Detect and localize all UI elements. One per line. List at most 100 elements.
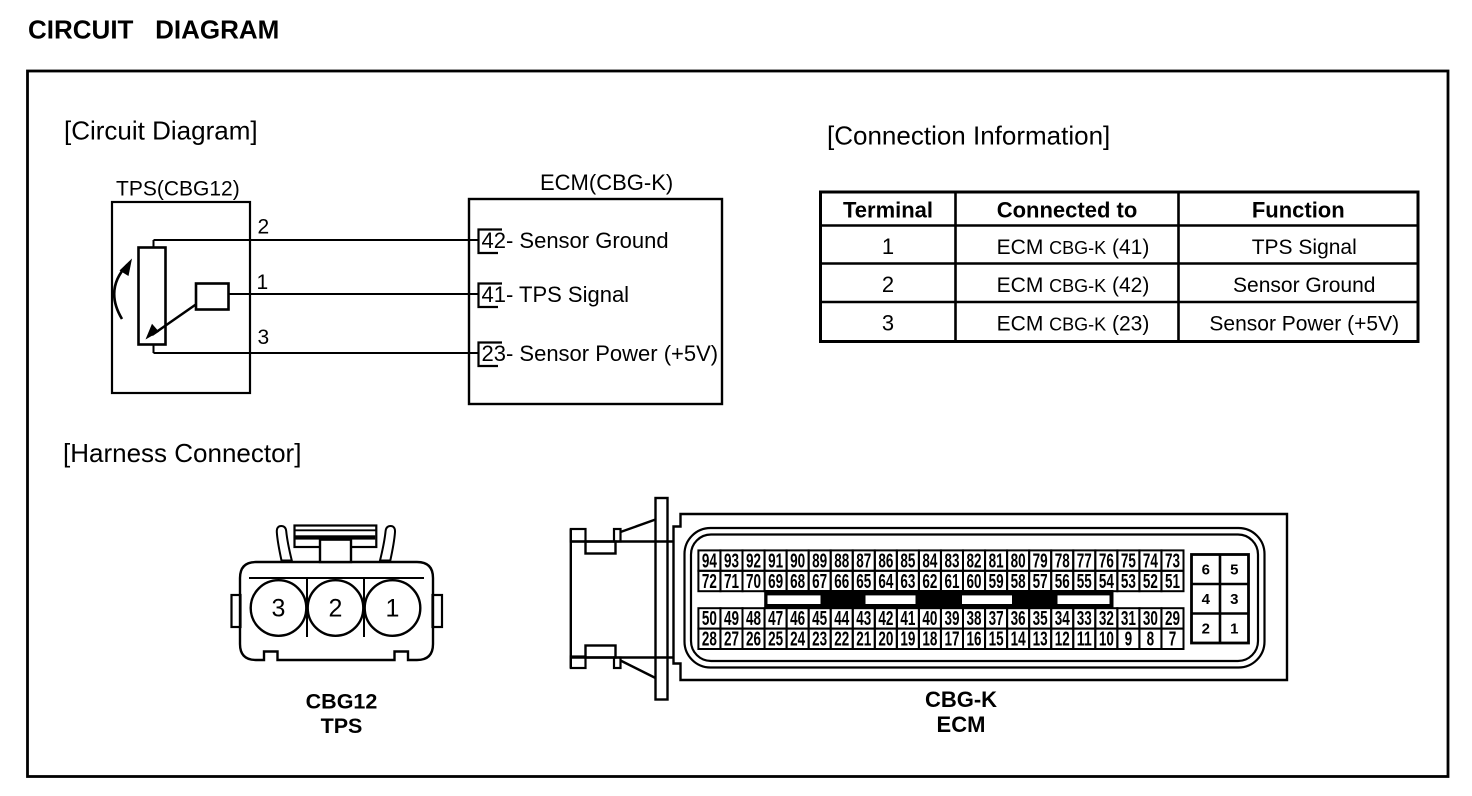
svg-text:78: 78	[1055, 550, 1070, 572]
svg-text:28: 28	[702, 629, 717, 651]
svg-text:CBG-K: CBG-K	[925, 687, 997, 712]
svg-text:3: 3	[882, 311, 894, 336]
svg-text:33: 33	[1077, 608, 1092, 630]
svg-text:44: 44	[834, 608, 850, 630]
svg-text:45: 45	[812, 608, 827, 630]
svg-text:6: 6	[1202, 562, 1210, 579]
svg-text:84: 84	[922, 550, 938, 572]
svg-text:8: 8	[1147, 629, 1155, 651]
svg-text:11: 11	[1077, 629, 1092, 651]
svg-text:64: 64	[878, 571, 894, 593]
svg-text:23: 23	[812, 629, 827, 651]
svg-text:48: 48	[746, 608, 761, 630]
svg-text:4: 4	[1202, 591, 1211, 608]
svg-text:51: 51	[1165, 571, 1180, 593]
svg-text:9: 9	[1125, 629, 1133, 651]
svg-text:20: 20	[878, 629, 893, 651]
svg-text:46: 46	[790, 608, 805, 630]
svg-text:54: 54	[1099, 571, 1115, 593]
svg-text:47: 47	[768, 608, 783, 630]
svg-text:50: 50	[702, 608, 717, 630]
svg-text:32: 32	[1099, 608, 1114, 630]
svg-text:77: 77	[1077, 550, 1092, 572]
svg-text:ECM(CBG-K): ECM(CBG-K)	[540, 170, 673, 195]
svg-text:13: 13	[1033, 629, 1048, 651]
svg-text:65: 65	[856, 571, 871, 593]
svg-text:89: 89	[812, 550, 827, 572]
svg-text:92: 92	[746, 550, 761, 572]
svg-text:[Harness Connector]: [Harness Connector]	[63, 438, 301, 468]
svg-text:42: 42	[878, 608, 893, 630]
svg-text:Sensor Power (+5V): Sensor Power (+5V)	[1209, 313, 1399, 336]
svg-text:42- Sensor Ground: 42- Sensor Ground	[482, 228, 669, 253]
svg-text:53: 53	[1121, 571, 1136, 593]
svg-text:59: 59	[989, 571, 1004, 593]
svg-text:7: 7	[1169, 629, 1177, 651]
svg-text:93: 93	[724, 550, 739, 572]
svg-text:60: 60	[967, 571, 982, 593]
svg-text:16: 16	[967, 629, 982, 651]
svg-text:[Circuit Diagram]: [Circuit Diagram]	[64, 116, 258, 146]
svg-text:1: 1	[1230, 621, 1238, 638]
svg-text:12: 12	[1055, 629, 1070, 651]
svg-text:30: 30	[1143, 608, 1158, 630]
svg-text:40: 40	[922, 608, 937, 630]
svg-text:[Connection Information]: [Connection Information]	[827, 121, 1110, 151]
svg-text:82: 82	[967, 550, 982, 572]
svg-text:3: 3	[272, 595, 286, 623]
svg-text:61: 61	[944, 571, 959, 593]
svg-text:38: 38	[967, 608, 982, 630]
svg-text:14: 14	[1011, 629, 1027, 651]
svg-text:49: 49	[724, 608, 739, 630]
svg-text:15: 15	[989, 629, 1004, 651]
svg-text:1: 1	[386, 595, 400, 623]
svg-text:71: 71	[724, 571, 739, 593]
svg-text:62: 62	[922, 571, 937, 593]
svg-text:36: 36	[1011, 608, 1026, 630]
svg-text:55: 55	[1077, 571, 1092, 593]
svg-text:2: 2	[882, 272, 894, 297]
svg-text:69: 69	[768, 571, 783, 593]
svg-text:TPS Signal: TPS Signal	[1252, 236, 1357, 259]
svg-text:Connected to: Connected to	[997, 198, 1138, 223]
svg-text:74: 74	[1143, 550, 1159, 572]
svg-text:66: 66	[834, 571, 849, 593]
svg-text:31: 31	[1121, 608, 1136, 630]
svg-text:ECM CBG-K (42): ECM CBG-K (42)	[997, 274, 1150, 297]
svg-text:91: 91	[768, 550, 783, 572]
svg-text:ECM CBG-K (23): ECM CBG-K (23)	[997, 313, 1150, 336]
svg-text:41- TPS Signal: 41- TPS Signal	[482, 282, 630, 307]
svg-text:43: 43	[856, 608, 871, 630]
svg-text:Sensor Ground: Sensor Ground	[1233, 274, 1375, 297]
svg-text:58: 58	[1011, 571, 1026, 593]
svg-text:21: 21	[856, 629, 871, 651]
svg-text:ECM: ECM	[937, 712, 986, 737]
svg-text:18: 18	[922, 629, 937, 651]
svg-text:TPS: TPS	[321, 714, 363, 738]
svg-text:22: 22	[834, 629, 849, 651]
svg-text:87: 87	[856, 550, 871, 572]
svg-text:73: 73	[1165, 550, 1180, 572]
svg-text:TPS(CBG12): TPS(CBG12)	[116, 178, 240, 201]
svg-text:ECM CBG-K (41): ECM CBG-K (41)	[997, 236, 1150, 259]
svg-text:68: 68	[790, 571, 805, 593]
svg-text:24: 24	[790, 629, 806, 651]
svg-text:23- Sensor Power (+5V): 23- Sensor Power (+5V)	[482, 341, 719, 366]
svg-text:25: 25	[768, 629, 783, 651]
svg-text:70: 70	[746, 571, 761, 593]
svg-text:1: 1	[257, 271, 269, 294]
svg-text:75: 75	[1121, 550, 1136, 572]
svg-text:35: 35	[1033, 608, 1048, 630]
svg-text:88: 88	[834, 550, 849, 572]
svg-text:3: 3	[1230, 591, 1238, 608]
svg-text:37: 37	[989, 608, 1004, 630]
svg-text:17: 17	[944, 629, 959, 651]
svg-text:81: 81	[989, 550, 1004, 572]
svg-text:57: 57	[1033, 571, 1048, 593]
svg-text:27: 27	[724, 629, 739, 651]
svg-text:76: 76	[1099, 550, 1114, 572]
svg-text:52: 52	[1143, 571, 1158, 593]
svg-text:39: 39	[944, 608, 959, 630]
svg-text:3: 3	[258, 326, 270, 349]
svg-text:63: 63	[900, 571, 915, 593]
